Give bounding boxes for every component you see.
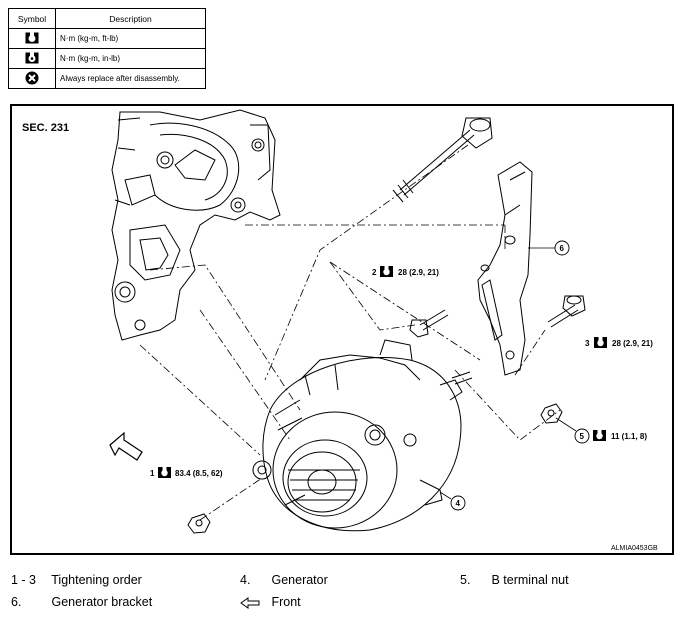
always-replace-icon: [25, 71, 39, 84]
legend-header-row: Symbol Description: [8, 8, 206, 29]
callout-4-circle: [450, 495, 466, 511]
short-bolt-drawing: [547, 295, 586, 328]
diagram-frame: [10, 104, 674, 555]
torque-wrench-icon: [594, 337, 607, 348]
torque-wrench-icon: [25, 31, 39, 43]
front-arrow-icon: [109, 431, 143, 461]
leader-lines: [139, 144, 561, 521]
parts-list-item: 1 - 3 Tightening order: [11, 573, 142, 587]
bolt-2-drawing: [409, 309, 449, 338]
figure-reference-code: ALMIA0453GB: [611, 545, 658, 552]
torque-wrench-icon: [158, 467, 171, 478]
callout-5-circle: [574, 428, 590, 444]
b-terminal-nut-drawing: [540, 403, 563, 424]
legend-row-text: Always replace after disassembly.: [55, 68, 206, 89]
torque-wrench-icon: [380, 266, 393, 277]
parts-list-item: 4. Generator: [240, 573, 328, 587]
generator-drawing: [252, 339, 473, 532]
parts-list-item: Front: [240, 595, 301, 609]
callout-1-number: 1: [150, 469, 155, 478]
nut-1-drawing: [187, 513, 211, 534]
callout-2-number: 2: [372, 268, 377, 277]
callout-5-number: 5: [580, 432, 585, 441]
parts-list-item: 5. B terminal nut: [460, 573, 569, 587]
callout-3-torque: 28 (2.9, 21): [612, 339, 653, 348]
exploded-view-diagram: SEC. 231: [22, 109, 658, 552]
callout-5-torque: 11 (1.1, 8): [611, 432, 647, 441]
legend-row: Always replace after disassembly.: [8, 68, 206, 89]
symbol-legend-table: Symbol Description N·m (kg-m, ft-lb) N·m…: [8, 8, 206, 89]
parts-list-item: 6. Generator bracket: [11, 595, 153, 609]
callout-2-torque: 28 (2.9, 21): [398, 268, 439, 277]
callout-3-number: 3: [585, 339, 590, 348]
generator-bracket-drawing: [477, 161, 533, 376]
section-label: SEC. 231: [22, 122, 69, 134]
long-bolt-drawing: [392, 117, 493, 203]
engine-block-drawing: [111, 109, 281, 341]
torque-wrench-inlb-icon: [25, 51, 39, 63]
callout-4-number: 4: [456, 499, 461, 508]
torque-wrench-icon: [593, 430, 606, 441]
front-arrow-icon: [240, 596, 260, 609]
callout-1-torque: 83.4 (8.5, 62): [175, 469, 223, 478]
callout-6-number: 6: [560, 244, 565, 253]
